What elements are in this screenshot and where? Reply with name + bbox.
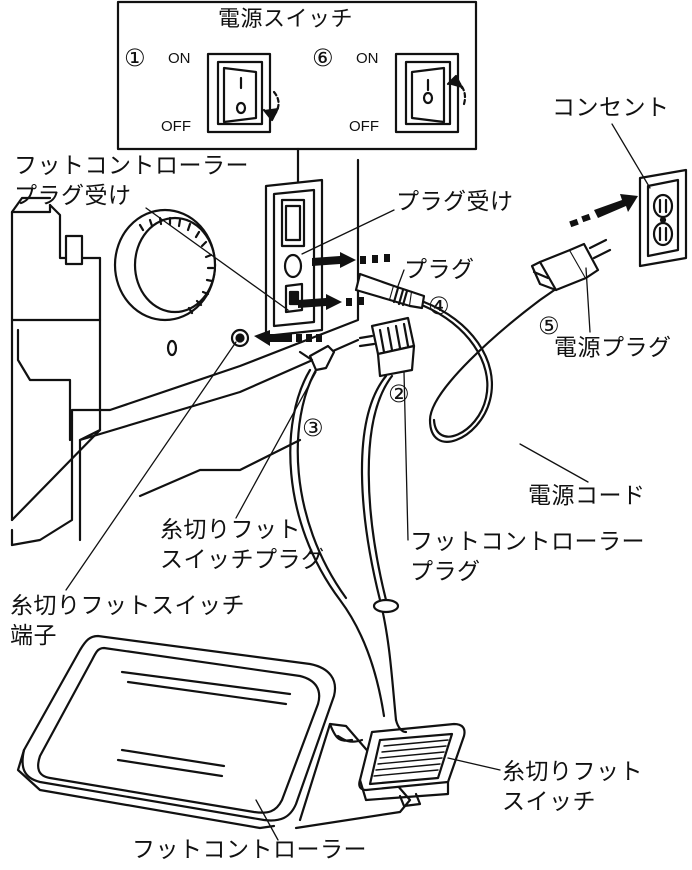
inset-title: 電源スイッチ <box>218 7 354 32</box>
sewing-machine-body <box>10 158 360 547</box>
label-thread-cutter-jack-1: 糸切りフットスイッチ <box>10 593 245 619</box>
switch-off-label-left: OFF <box>161 118 191 135</box>
thread-cutter-plug <box>289 344 386 718</box>
label-foot-controller-plug-2: プラグ <box>410 559 481 585</box>
switch-on-label-left: ON <box>168 50 191 67</box>
label-thread-cutter-jack-2: 端子 <box>10 623 57 649</box>
switch-off-label-right: OFF <box>349 118 379 135</box>
label-foot-controller-jack-1: フットコントローラー <box>14 153 249 179</box>
label-thread-cutter-switch-2: スイッチ <box>502 789 596 815</box>
label-plug: プラグ <box>404 257 475 283</box>
step-3: ③ <box>302 414 324 442</box>
cable-tie <box>372 598 400 614</box>
step-1: ① <box>124 44 146 72</box>
step-2: ② <box>388 380 410 408</box>
insert-arrows <box>254 194 638 346</box>
label-thread-cutter-plug-2: スイッチプラグ <box>160 547 325 573</box>
switch-rocker-on <box>394 52 467 134</box>
thread-cutter-foot-switch <box>336 718 466 808</box>
label-power-cord: 電源コード <box>528 483 646 509</box>
foot-controller-plug <box>358 316 416 722</box>
label-thread-cutter-plug-1: 糸切りフット <box>160 517 301 543</box>
label-foot-controller: フットコントローラー <box>132 837 367 863</box>
step-4: ④ <box>428 292 450 320</box>
step-6: ⑥ <box>312 44 334 72</box>
label-outlet: コンセント <box>552 95 670 121</box>
power-cord <box>354 238 612 443</box>
label-foot-controller-plug-1: フットコントローラー <box>410 529 645 555</box>
leader-lines <box>65 123 651 841</box>
step-5: ⑤ <box>538 312 560 340</box>
foot-controller <box>16 634 412 830</box>
label-foot-controller-jack-2: プラグ受け <box>14 183 132 209</box>
switch-rocker-off <box>206 52 280 134</box>
label-thread-cutter-switch-1: 糸切りフット <box>502 759 643 785</box>
label-power-plug: 電源プラグ <box>554 335 672 361</box>
switch-on-label-right: ON <box>356 50 379 67</box>
wall-outlet <box>638 168 688 268</box>
jack-panel <box>264 178 324 338</box>
label-power-jack: プラグ受け <box>396 189 514 215</box>
